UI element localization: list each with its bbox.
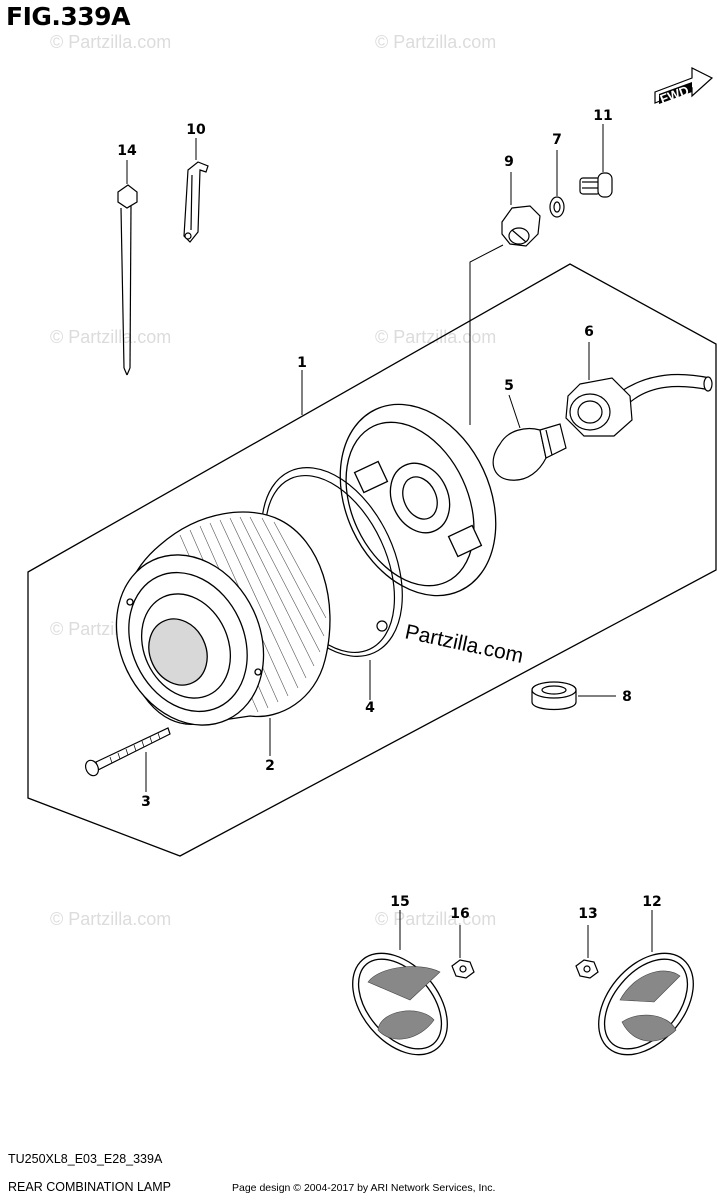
reflector-left-part	[352, 952, 448, 1056]
watermark: © Partzilla.com	[50, 327, 171, 347]
callout-15: 15	[390, 894, 409, 910]
screw-part	[579, 172, 613, 198]
washer-part	[549, 196, 565, 218]
fwd-arrow: FWD	[654, 67, 714, 107]
callout-5: 5	[504, 378, 514, 394]
long-screw-part	[84, 727, 171, 777]
copyright-notice: Page design © 2004-2017 by ARI Network S…	[232, 1182, 496, 1194]
nut-part-16	[451, 959, 475, 979]
grommet-nut-part	[501, 205, 541, 247]
cable-tie-part	[117, 184, 138, 376]
figure-name: REAR COMBINATION LAMP	[8, 1180, 171, 1194]
callout-3: 3	[141, 794, 151, 810]
callout-6: 6	[584, 324, 594, 340]
reflector-right-part	[598, 952, 694, 1056]
figure-code: TU250XL8_E03_E28_339A	[8, 1152, 163, 1166]
bulb-part	[492, 423, 567, 481]
callout-11: 11	[593, 108, 612, 124]
figure-title: FIG.339A	[6, 2, 130, 31]
lens-part	[115, 511, 331, 726]
callout-4: 4	[365, 700, 375, 716]
watermark: © Partzilla.com	[50, 32, 171, 52]
nut-part-13	[575, 959, 599, 979]
watermark: © Partzilla.com	[50, 909, 171, 929]
watermark: © Partzilla.com	[375, 327, 496, 347]
housing-base-part	[339, 403, 497, 597]
callout-13: 13	[578, 906, 597, 922]
callout-2: 2	[265, 758, 275, 774]
fwd-label: FWD	[658, 83, 691, 107]
callout-7: 7	[552, 132, 562, 148]
assembly-outline	[27, 263, 717, 857]
socket-part	[565, 373, 713, 437]
rubber-grommet-part	[531, 681, 577, 711]
callout-8: 8	[622, 689, 632, 705]
callout-12: 12	[642, 894, 661, 910]
callout-16: 16	[450, 906, 469, 922]
callout-14: 14	[117, 143, 137, 159]
watermark: © Partzilla.com	[375, 32, 496, 52]
watermark: © Partzilla.com	[375, 909, 496, 929]
callout-10: 10	[186, 122, 206, 138]
callout-9: 9	[504, 154, 514, 170]
clamp-part	[183, 161, 209, 243]
callout-1: 1	[297, 355, 307, 371]
watermark-main: Partzilla.com	[403, 620, 525, 667]
